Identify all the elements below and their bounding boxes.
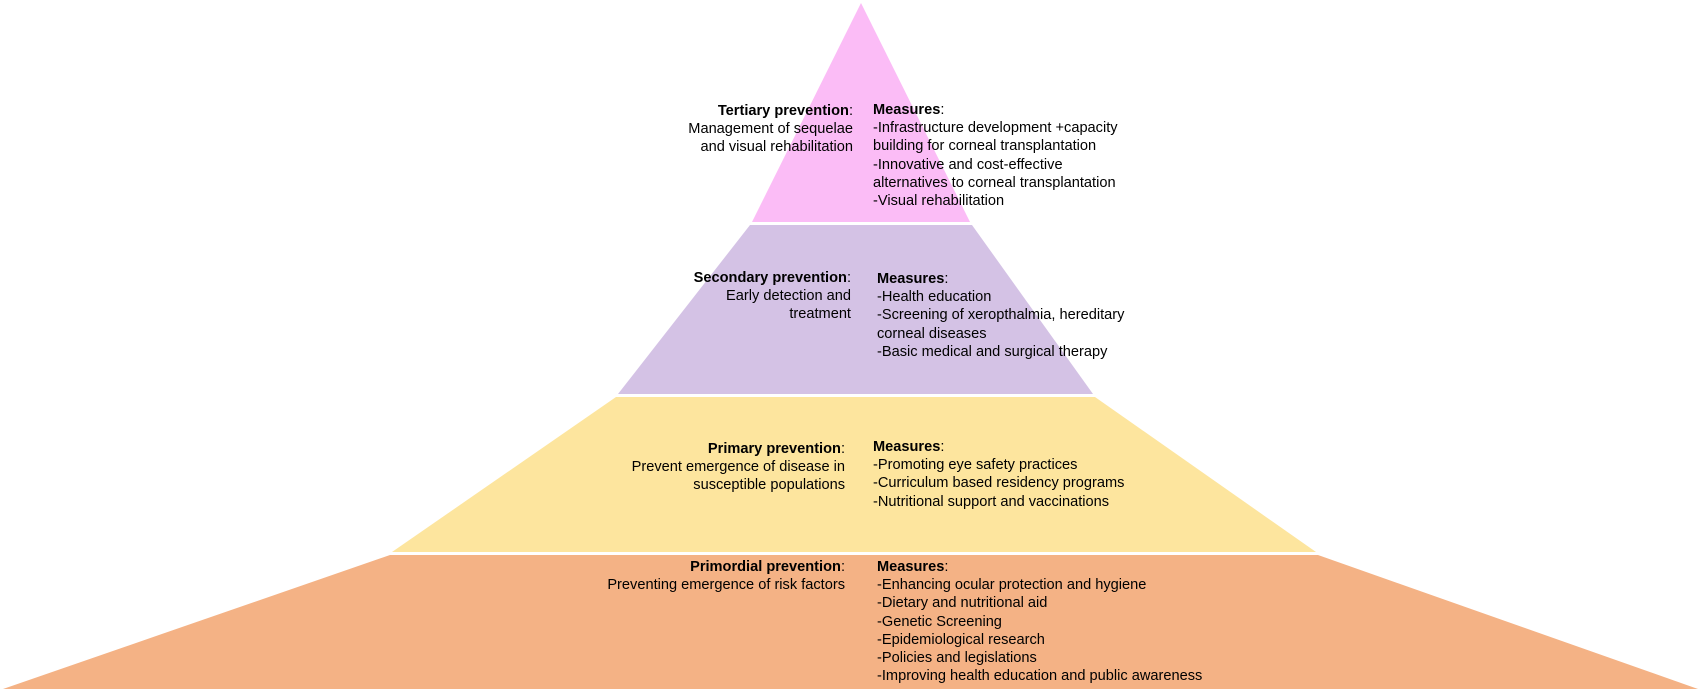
measure-item: -Infrastructure development +capacity — [873, 120, 1118, 137]
primordial-measures-colon: : — [944, 559, 949, 575]
measure-item: -Innovative and cost-effective — [873, 156, 1063, 173]
tertiary-title: Tertiary prevention — [717, 103, 849, 119]
secondary-label: Secondary prevention: Early detection an… — [694, 269, 851, 324]
measure-item: building for corneal transplantation — [873, 138, 1097, 155]
tertiary-description-line: and visual rehabilitation — [700, 139, 853, 156]
secondary-description-line: Early detection and — [726, 288, 851, 305]
primordial-measures-title: Measures — [877, 559, 945, 575]
primordial-label: Primordial prevention: Preventing emerge… — [607, 558, 845, 594]
measure-item: -Curriculum based residency programs — [873, 475, 1125, 492]
primary-title-colon: : — [840, 441, 845, 457]
primordial-tier-shape — [3, 555, 1698, 689]
tertiary-measures-title: Measures — [873, 102, 941, 118]
primary-title: Primary prevention — [707, 441, 841, 457]
measure-item: -Screening of xeropthalmia, hereditary — [877, 307, 1125, 324]
secondary-measures-colon: : — [944, 271, 949, 287]
secondary-tier-shape — [618, 225, 1093, 394]
measure-item: -Enhancing ocular protection and hygiene — [877, 577, 1147, 594]
tertiary-title-colon: : — [848, 103, 853, 119]
measure-item: -Improving health education and public a… — [877, 668, 1203, 685]
tertiary-measures-colon: : — [940, 102, 945, 118]
measure-item: -Policies and legislations — [877, 650, 1037, 667]
measure-item: -Promoting eye safety practices — [873, 457, 1078, 474]
measure-item: -Visual rehabilitation — [873, 193, 1005, 210]
primary-tier-shape — [392, 397, 1316, 552]
secondary-measures: Measures: -Health education -Screening o… — [877, 270, 1124, 361]
primordial-title: Primordial prevention — [690, 559, 841, 575]
measure-item: -Dietary and nutritional aid — [877, 595, 1048, 612]
tertiary-description-line: Management of sequelae — [688, 121, 853, 138]
measure-item: -Epidemiological research — [877, 631, 1045, 648]
primary-measures: Measures: -Promoting eye safety practice… — [873, 438, 1124, 511]
measure-item: alternatives to corneal transplantation — [873, 174, 1116, 191]
measure-item: corneal diseases — [877, 325, 987, 342]
tertiary-label: Tertiary prevention: Management of seque… — [688, 102, 853, 157]
primordial-title-colon: : — [840, 559, 845, 575]
primary-measures-colon: : — [940, 439, 945, 455]
measure-item: -Health education — [877, 289, 992, 306]
tertiary-measures: Measures: -Infrastructure development +c… — [873, 101, 1118, 210]
tertiary-tier-shape — [752, 3, 970, 222]
primary-label: Primary prevention: Prevent emergence of… — [632, 440, 845, 495]
secondary-title: Secondary prevention — [693, 270, 847, 286]
primordial-description-line: Preventing emergence of risk factors — [607, 577, 845, 594]
secondary-title-colon: : — [846, 270, 851, 286]
primary-measures-title: Measures — [873, 439, 941, 455]
measure-item: -Basic medical and surgical therapy — [877, 343, 1108, 360]
primary-description-line: Prevent emergence of disease in — [631, 459, 845, 476]
primary-description-line: susceptible populations — [693, 477, 845, 494]
secondary-measures-title: Measures — [877, 271, 945, 287]
primordial-measures: Measures: -Enhancing ocular protection a… — [877, 558, 1202, 685]
secondary-description-line: treatment — [789, 306, 851, 323]
measure-item: -Nutritional support and vaccinations — [873, 493, 1110, 510]
measure-item: -Genetic Screening — [877, 613, 1002, 630]
